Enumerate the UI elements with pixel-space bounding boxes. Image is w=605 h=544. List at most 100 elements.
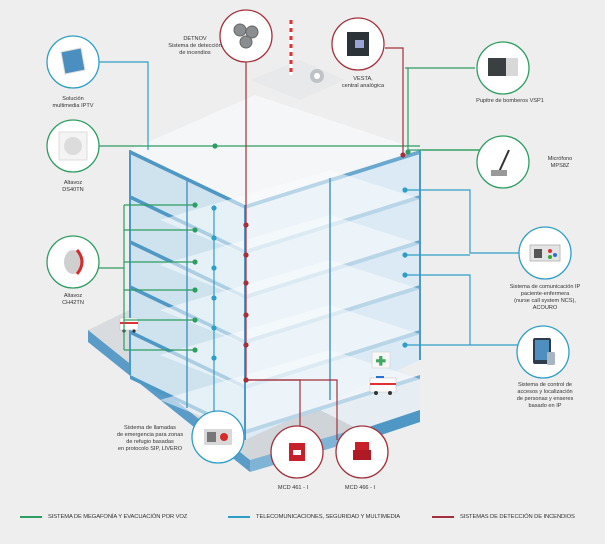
device-callout-vesta: [331, 17, 385, 71]
device-label-pupitre: Pupitre de bomberos VSP1: [476, 98, 544, 104]
wire-telecom: [405, 189, 522, 254]
tablet-icon: [60, 47, 86, 75]
device-callout-detnov: [219, 9, 273, 63]
device-callout-mcd461: [270, 425, 324, 479]
junction-telecom: [402, 252, 408, 258]
legend-swatch-red: [432, 516, 454, 518]
wire-telecom: [405, 274, 471, 345]
junction-telecom: [402, 342, 408, 348]
tablet-screen: [535, 340, 549, 360]
wire-telecom: [98, 61, 149, 150]
beacon-base: [353, 450, 371, 460]
microphone-icon: [491, 149, 510, 176]
legend-label: SISTEMAS DE DETECCIÓN DE INCENDIOS: [460, 514, 575, 520]
roof: [130, 95, 420, 205]
mic-base: [491, 170, 507, 176]
legend-label: TELECOMUNICACIONES, SEGURIDAD Y MULTIMED…: [256, 514, 400, 520]
mic-stem: [498, 149, 510, 173]
ceiling-speaker-icon: [58, 131, 88, 161]
nurse-btn: [548, 249, 552, 253]
tablet-shape: [60, 47, 86, 75]
detector-head: [239, 35, 253, 49]
device-callout-comunicacion-ip: [518, 226, 572, 280]
junction-megafonia: [405, 149, 411, 155]
nurse-btn: [548, 255, 552, 259]
device-label-altavoz-ch: Altavoz CH42TN: [62, 293, 84, 306]
floor-slabs-right: [160, 150, 420, 434]
phone-body: [547, 352, 555, 365]
floor-surface: [160, 260, 420, 344]
junction-incendios: [400, 152, 406, 158]
nurse-screen: [534, 249, 542, 258]
device-label-mcd466: MCD 466 - I: [344, 485, 376, 491]
device-callout-solucion-multimedia: [46, 35, 100, 89]
junction-incendios: [243, 342, 249, 348]
rooftop-structure: [250, 60, 345, 100]
round-speaker-icon: [64, 249, 84, 275]
intercom-button: [220, 433, 228, 441]
floor-surface: [160, 170, 420, 254]
device-label-llamadas-emergencia: Sistema de llamadas de emergencia para z…: [116, 425, 184, 452]
speaker-ring: [75, 249, 84, 275]
manual-call-point-icon: [289, 443, 305, 461]
device-callout-control-accesos: [516, 325, 570, 379]
sounder-beacon-icon: [353, 442, 371, 460]
junction-telecom: [211, 355, 217, 361]
junction-incendios: [243, 252, 249, 258]
floor-surface: [160, 305, 420, 389]
junction-telecom: [211, 235, 217, 241]
wire-incendios: [246, 379, 301, 440]
junction-telecom: [211, 325, 217, 331]
panel-display: [355, 40, 364, 48]
junction-telecom: [211, 265, 217, 271]
junction-megafonia: [192, 259, 198, 265]
device-callout-altavoz-ds: [46, 119, 100, 173]
device-label-microfono: Micrófono MPS8Z: [547, 156, 573, 169]
control-panel-icon: [347, 32, 369, 56]
hospital-building: [88, 20, 421, 472]
nurse-call-panel-icon: [529, 244, 561, 262]
device-label-detnov: DETNOV Sistema de detección de incendios: [168, 36, 222, 56]
wire-megafonia: [407, 68, 490, 152]
tablet-phone-icon: [533, 338, 555, 365]
legend-item-incendios: SISTEMAS DE DETECCIÓN DE INCENDIOS: [432, 514, 575, 520]
legend-swatch-blue: [228, 516, 250, 518]
junction-incendios: [243, 280, 249, 286]
device-callout-microfono: [476, 135, 530, 189]
device-label-solucion-multimedia: Solución multimedia IPTV: [52, 96, 94, 109]
smoke-detector-icon: [233, 23, 259, 49]
call-point-glass: [293, 450, 301, 455]
device-label-vesta: VESTA, central analógica: [341, 76, 385, 89]
junction-megafonia: [192, 347, 198, 353]
device-callout-llamadas-emergencia: [191, 410, 245, 464]
junction-telecom: [211, 295, 217, 301]
legend-item-telecom: TELECOMUNICACIONES, SEGURIDAD Y MULTIMED…: [228, 514, 400, 520]
junction-incendios: [243, 312, 249, 318]
speaker-grille: [64, 137, 82, 155]
device-label-control-accesos: Sistema de control de accesos y localiza…: [516, 382, 574, 409]
green-cross-icon: [376, 356, 386, 366]
junction-telecom: [402, 272, 408, 278]
satellite-dish-icon: [310, 69, 324, 83]
junction-megafonia: [192, 317, 198, 323]
device-callout-altavoz-ch: [46, 235, 100, 289]
device-callout-mcd466: [335, 425, 389, 479]
wire-incendios: [385, 47, 404, 155]
intercom-screen: [207, 432, 216, 442]
device-callout-pupitre: [476, 41, 530, 95]
console-body: [488, 58, 506, 76]
speaker-box: [58, 131, 88, 161]
junction-telecom: [211, 205, 217, 211]
speaker-body: [64, 250, 82, 274]
junction-incendios: [243, 222, 249, 228]
legend-swatch-green: [20, 516, 42, 518]
beacon-top: [355, 442, 369, 450]
detector-head: [245, 25, 259, 39]
nurse-btn: [553, 253, 557, 257]
junction-incendios: [243, 377, 249, 383]
fireman-console-icon: [488, 58, 518, 76]
junction-telecom: [402, 187, 408, 193]
junction-megafonia: [192, 227, 198, 233]
legend-item-megafonia: SISTEMA DE MEGAFONÍA Y EVACUACIÓN POR VO…: [20, 514, 187, 520]
junction-megafonia: [212, 143, 218, 149]
